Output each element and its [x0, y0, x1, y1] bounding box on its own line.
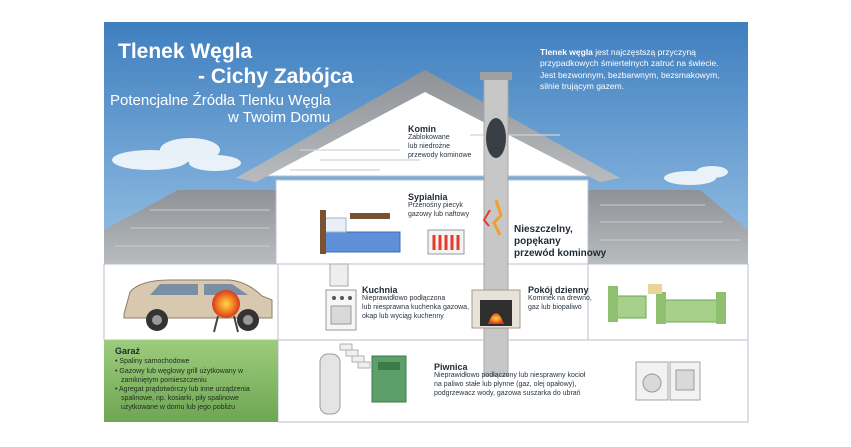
garaz-item-1: • Spaliny samochodowe: [115, 358, 190, 365]
flue-callout: Nieszczelny, popękany przewód kominowy: [514, 224, 606, 260]
piwnica-callout: Piwnica Nieprawidłowo podłączony lub nie…: [434, 362, 585, 399]
flue-line-1: Nieszczelny,: [514, 224, 573, 235]
flue-line-3: przewód kominowy: [514, 248, 607, 259]
main-roof-shingles: [290, 134, 560, 171]
garaz-item-3: • Agregat prądotwórczy lub inne urządzen…: [115, 386, 250, 411]
komin-desc-2: lub niedrożne: [408, 143, 451, 151]
kuchnia-desc-1: Nieprawidłowo podłączona: [362, 295, 446, 303]
intro-line-3: Jest bezwonnym, bezbarwnym, bezsmakowym,: [540, 69, 720, 80]
komin-desc-3: przewody kominowe: [408, 151, 472, 159]
grill-fire: [212, 290, 240, 318]
intro-line-4: silnie trującym gazem.: [540, 81, 625, 92]
chimney-cap: [480, 72, 512, 80]
kuchnia-desc-2: lub niesprawna kuchenka gazowa,: [362, 304, 470, 312]
garage-panel: [104, 340, 278, 422]
pokoj-label: Pokój dzienny: [528, 285, 589, 295]
intro-line-1: jest najczęstszą przyczyną: [592, 47, 696, 57]
title-line-1: Tlenek Węgla: [118, 40, 253, 63]
blocked-flue: [486, 118, 506, 158]
title-line-2: - Cichy Zabójca: [198, 65, 354, 88]
bed: [323, 231, 401, 253]
subtitle-line-2: w Twoim Domu: [228, 109, 331, 126]
pokoj-callout: Pokój dzienny Kominek na drewno, gaz lub…: [528, 285, 592, 313]
kuchnia-desc-3: okap lub wyciąg kuchenny: [362, 312, 444, 320]
komin-desc-1: Zablokowane: [408, 134, 450, 142]
kuchnia-label: Kuchnia: [362, 285, 398, 295]
pokoj-desc-1: Kominek na drewno,: [528, 295, 592, 303]
sypialnia-desc-1: Przenośny piecyk: [408, 202, 463, 210]
sofa: [659, 299, 721, 323]
komin-label: Komin: [408, 124, 436, 134]
intro-bold: Tlenek węgla: [540, 47, 593, 57]
kuchnia-callout: Kuchnia Nieprawidłowo podłączona lub nie…: [362, 285, 469, 322]
pillow: [323, 217, 347, 233]
right-roof-shingles: [600, 204, 740, 241]
piwnica-desc-2: na paliwo stałe lub płynne (gaz, olej op…: [434, 381, 577, 389]
kitchen-hood: [329, 263, 349, 287]
intro-paragraph: Tlenek węgla jest najczęstszą przyczyną …: [540, 47, 730, 93]
piwnica-desc-3: podgrzewacz wody, gazowa suszarka do ubr…: [434, 389, 581, 397]
bed-headboard: [320, 210, 326, 254]
garaz-item-2: • Gazowy lub węglowy grill użytkowany w …: [115, 367, 244, 384]
piwnica-desc-1: Nieprawidłowo podłączony lub niesprawny …: [434, 372, 586, 380]
pokoj-desc-2: gaz lub biopaliwo: [528, 304, 582, 312]
sypialnia-label: Sypialnia: [408, 192, 448, 202]
garage-roof-shingles: [115, 209, 270, 247]
main-roof: [236, 70, 620, 182]
sypialnia-callout: Sypialnia Przenośny piecyk gazowy lub na…: [408, 192, 469, 220]
garaz-label: Garaż: [115, 346, 141, 356]
komin-callout: Komin Zablokowane lub niedrożne przewody…: [408, 124, 471, 161]
right-roof: [588, 190, 748, 264]
subtitle-line-1: Potencjalne Źródła Tlenku Węgla: [110, 92, 331, 109]
water-heater: [319, 353, 341, 415]
piwnica-label: Piwnica: [434, 362, 468, 372]
clouds: [112, 138, 728, 185]
intro-line-2: przypadkowych śmiertelnych zatruć na świ…: [540, 58, 719, 69]
stairs: [339, 343, 371, 369]
lamp: [648, 284, 662, 294]
fireplace-fire: [488, 313, 504, 324]
garaz-list: • Spaliny samochodowe • Gazowy lub węglo…: [115, 358, 275, 414]
crack-flames: [492, 199, 503, 236]
sypialnia-desc-2: gazowy lub naftowy: [408, 211, 470, 219]
grill-legs: [213, 315, 219, 333]
flue-line-2: popękany: [514, 236, 561, 247]
